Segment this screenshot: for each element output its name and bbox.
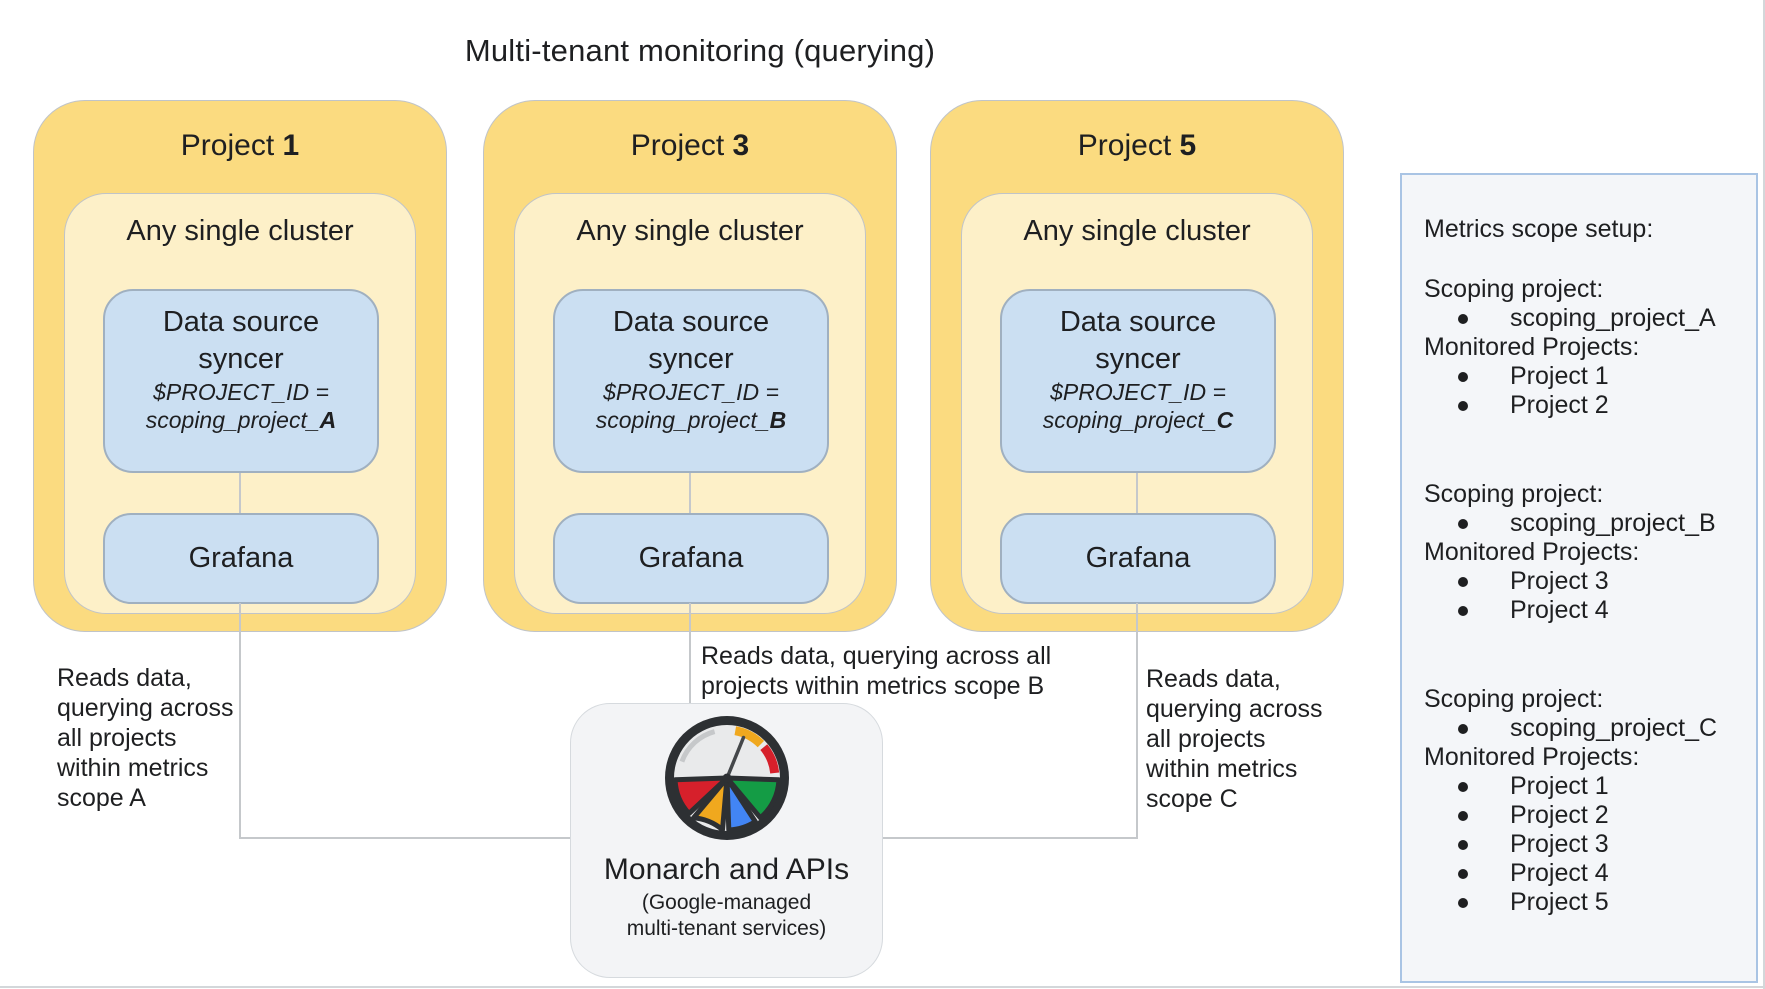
list-item: Project 3 xyxy=(1424,830,1738,859)
bullet-icon xyxy=(1458,314,1468,324)
grafana-box: Grafana xyxy=(103,513,379,604)
cluster-label: Any single cluster xyxy=(576,215,804,247)
bullet-icon xyxy=(1458,782,1468,792)
caption-scope-b: Reads data, querying across all projects… xyxy=(701,642,1052,700)
list-item: Project 1 xyxy=(1424,772,1738,801)
grafana-box: Grafana xyxy=(1000,513,1276,604)
grafana-monarch-connector-a xyxy=(239,603,241,839)
canvas-border-bottom xyxy=(0,986,1765,988)
list-item: scoping_project_B xyxy=(1424,509,1738,538)
syncer-grafana-connector xyxy=(239,473,241,513)
bullet-icon xyxy=(1458,372,1468,382)
syncer-project-id: $PROJECT_ID = scoping_project_C xyxy=(1042,379,1234,433)
scope-group-c: Scoping project: scoping_project_C Monit… xyxy=(1424,685,1738,917)
bullet-icon xyxy=(1458,724,1468,734)
monitored-projects-label: Monitored Projects: xyxy=(1424,333,1640,361)
grafana-monarch-connector-a-horizontal xyxy=(239,837,572,839)
monitored-projects-label: Monitored Projects: xyxy=(1424,743,1640,771)
bullet-icon xyxy=(1458,869,1468,879)
monitored-projects-label: Monitored Projects: xyxy=(1424,538,1640,566)
scope-group-a: Scoping project: scoping_project_A Monit… xyxy=(1424,275,1738,420)
scope-group-b: Scoping project: scoping_project_B Monit… xyxy=(1424,480,1738,625)
bullet-icon xyxy=(1458,606,1468,616)
bullet-icon xyxy=(1458,519,1468,529)
syncer-grafana-connector xyxy=(1136,473,1138,513)
bullet-icon xyxy=(1458,577,1468,587)
scoping-project-label: Scoping project: xyxy=(1424,685,1604,713)
grafana-monarch-connector-c-horizontal xyxy=(881,837,1138,839)
caption-scope-a: Reads data, querying across all projects… xyxy=(57,664,234,812)
project-5-title: Project 5 xyxy=(1077,129,1197,162)
project-1-title: Project 1 xyxy=(180,129,300,162)
project-3-title: Project 3 xyxy=(630,129,750,162)
diagram-title: Multi-tenant monitoring (querying) xyxy=(464,33,936,68)
grafana-box: Grafana xyxy=(553,513,829,604)
project-3-card: Project 3 Any single cluster Data source… xyxy=(483,100,897,632)
grafana-monarch-connector-b xyxy=(689,603,691,704)
list-item: Project 3 xyxy=(1424,567,1738,596)
project-1-card: Project 1 Any single cluster Data source… xyxy=(33,100,447,632)
bullet-icon xyxy=(1458,898,1468,908)
metrics-scope-panel: Metrics scope setup: Scoping project: sc… xyxy=(1400,173,1758,983)
caption-scope-c: Reads data, querying across all projects… xyxy=(1146,665,1323,813)
list-item: scoping_project_A xyxy=(1424,304,1738,333)
canvas-border-right xyxy=(1763,0,1765,989)
grafana-monarch-connector-c xyxy=(1136,603,1138,839)
bullet-icon xyxy=(1458,840,1468,850)
list-item: Project 2 xyxy=(1424,801,1738,830)
monarch-title: Monarch and APIs xyxy=(603,853,850,886)
syncer-project-id: $PROJECT_ID = scoping_project_A xyxy=(145,379,337,433)
list-item: Project 4 xyxy=(1424,596,1738,625)
cluster-label: Any single cluster xyxy=(126,215,354,247)
syncer-project-id: $PROJECT_ID = scoping_project_B xyxy=(595,379,787,433)
project-5-card: Project 5 Any single cluster Data source… xyxy=(930,100,1344,632)
list-item: Project 1 xyxy=(1424,362,1738,391)
syncer-grafana-connector xyxy=(689,473,691,513)
scoping-project-label: Scoping project: xyxy=(1424,275,1604,303)
list-item: Project 2 xyxy=(1424,391,1738,420)
cloud-monitoring-gauge-icon xyxy=(664,716,789,840)
list-item: Project 4 xyxy=(1424,859,1738,888)
list-item: scoping_project_C xyxy=(1424,714,1738,743)
bullet-icon xyxy=(1458,811,1468,821)
bullet-icon xyxy=(1458,401,1468,411)
scoping-project-label: Scoping project: xyxy=(1424,480,1604,508)
cluster-label: Any single cluster xyxy=(1023,215,1251,247)
panel-heading: Metrics scope setup: xyxy=(1424,215,1654,243)
list-item: Project 5 xyxy=(1424,888,1738,917)
